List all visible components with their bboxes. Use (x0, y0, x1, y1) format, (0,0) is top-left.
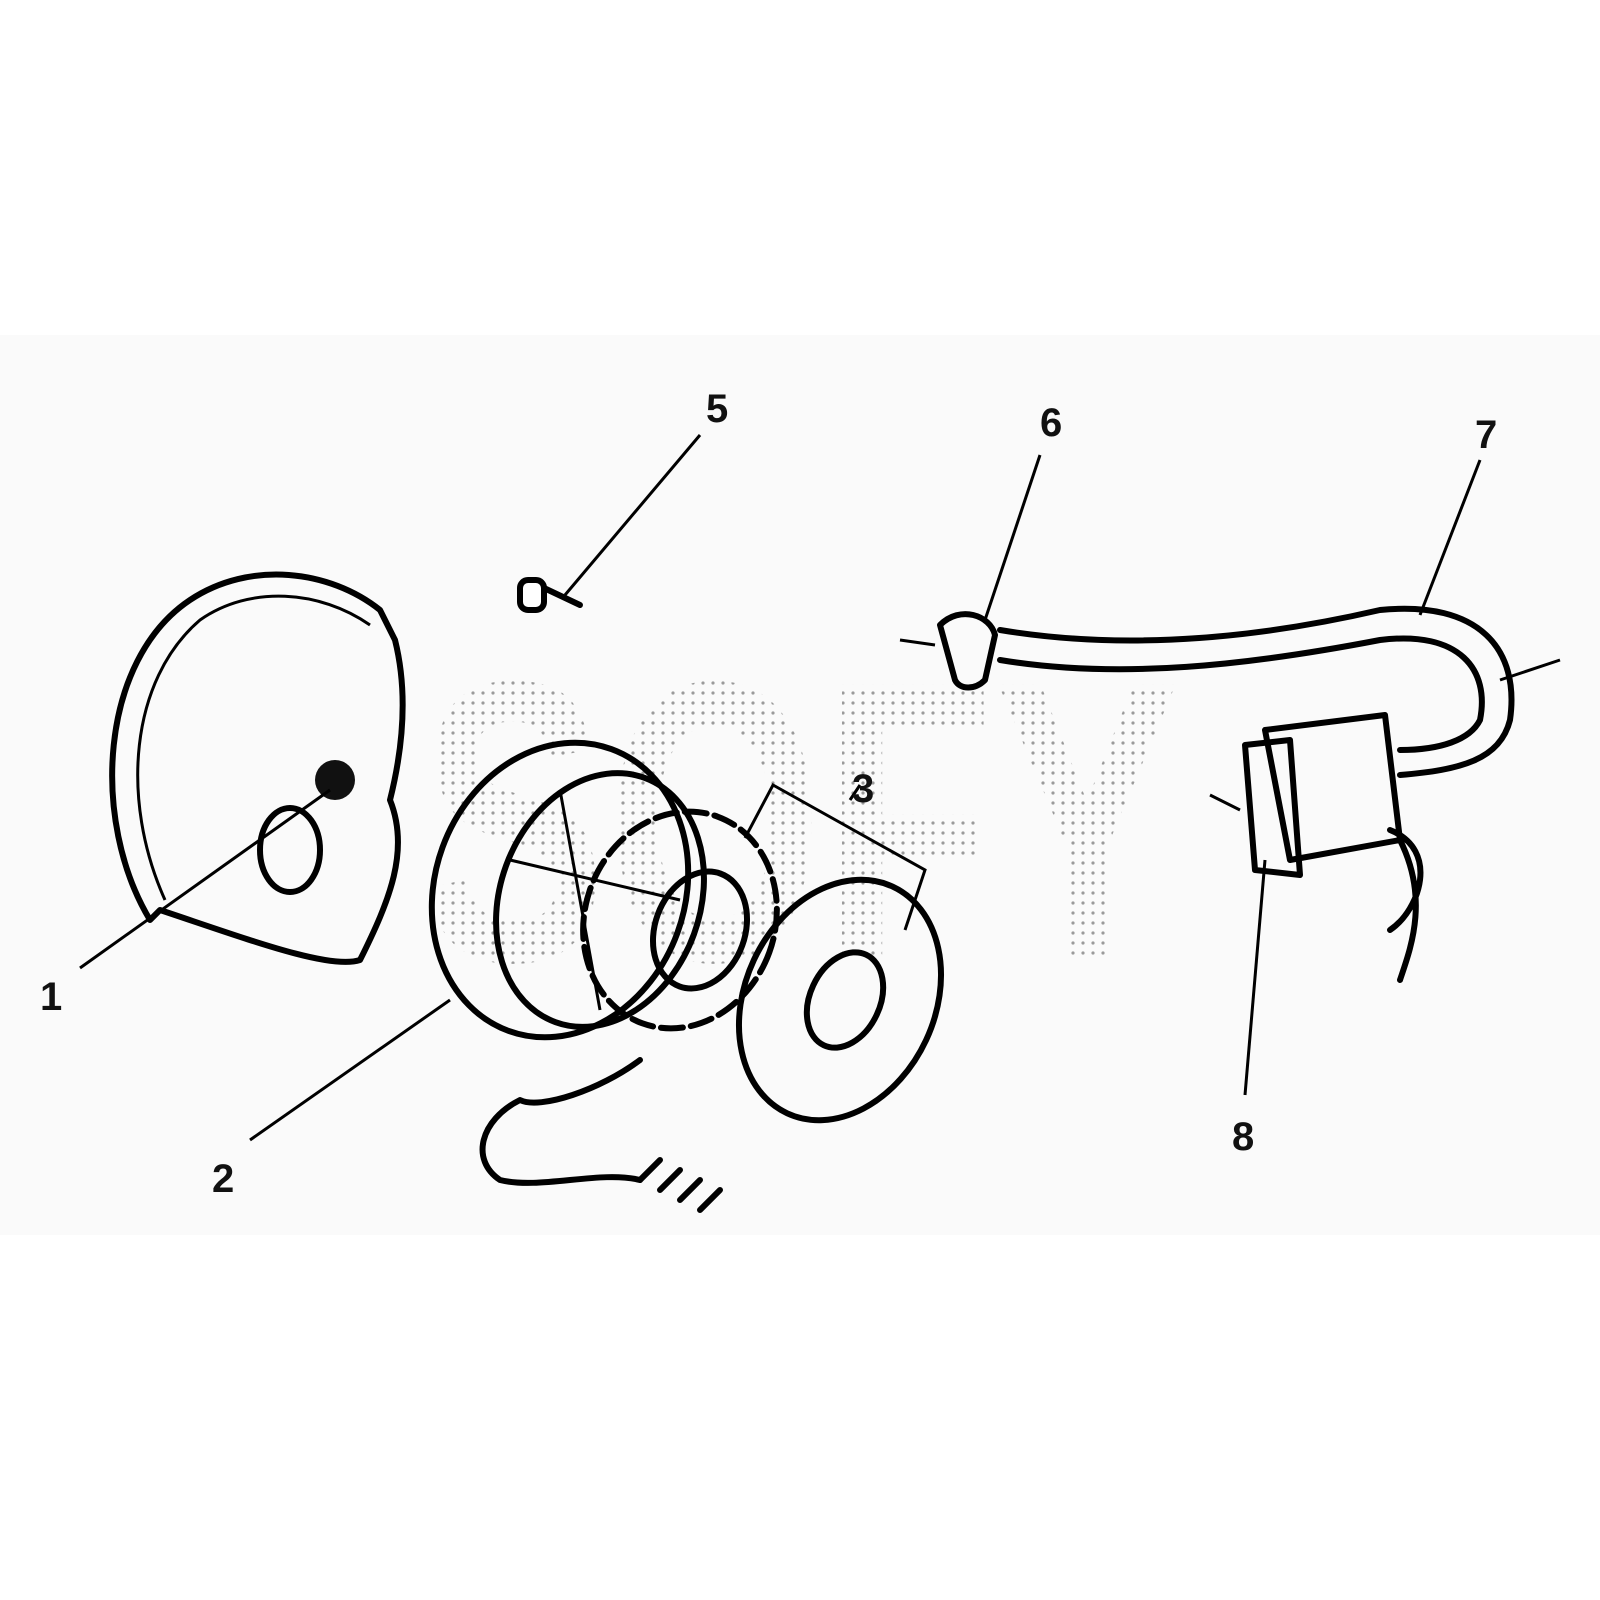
ignition-coil (1209, 658, 1561, 983)
diagram-background (0, 335, 1600, 1235)
callout-7: 7 (1475, 413, 1497, 457)
callout-6: 6 (1040, 401, 1062, 445)
watermark: SOFY (420, 598, 1180, 1045)
callout-2: 2 (212, 1157, 234, 1201)
callout-1: 1 (40, 975, 62, 1019)
leader-lines (79, 434, 1482, 1142)
flywheel-cover (109, 571, 406, 965)
cover-plug (315, 760, 355, 800)
spark-plug-cap (899, 611, 998, 691)
base-plate (735, 876, 945, 1124)
callout-8: 8 (1232, 1115, 1254, 1159)
ht-lead (997, 605, 1515, 778)
callout-3: 3 (852, 767, 874, 811)
stator (479, 808, 780, 1213)
callout-5: 5 (706, 387, 728, 431)
screw (517, 577, 583, 613)
